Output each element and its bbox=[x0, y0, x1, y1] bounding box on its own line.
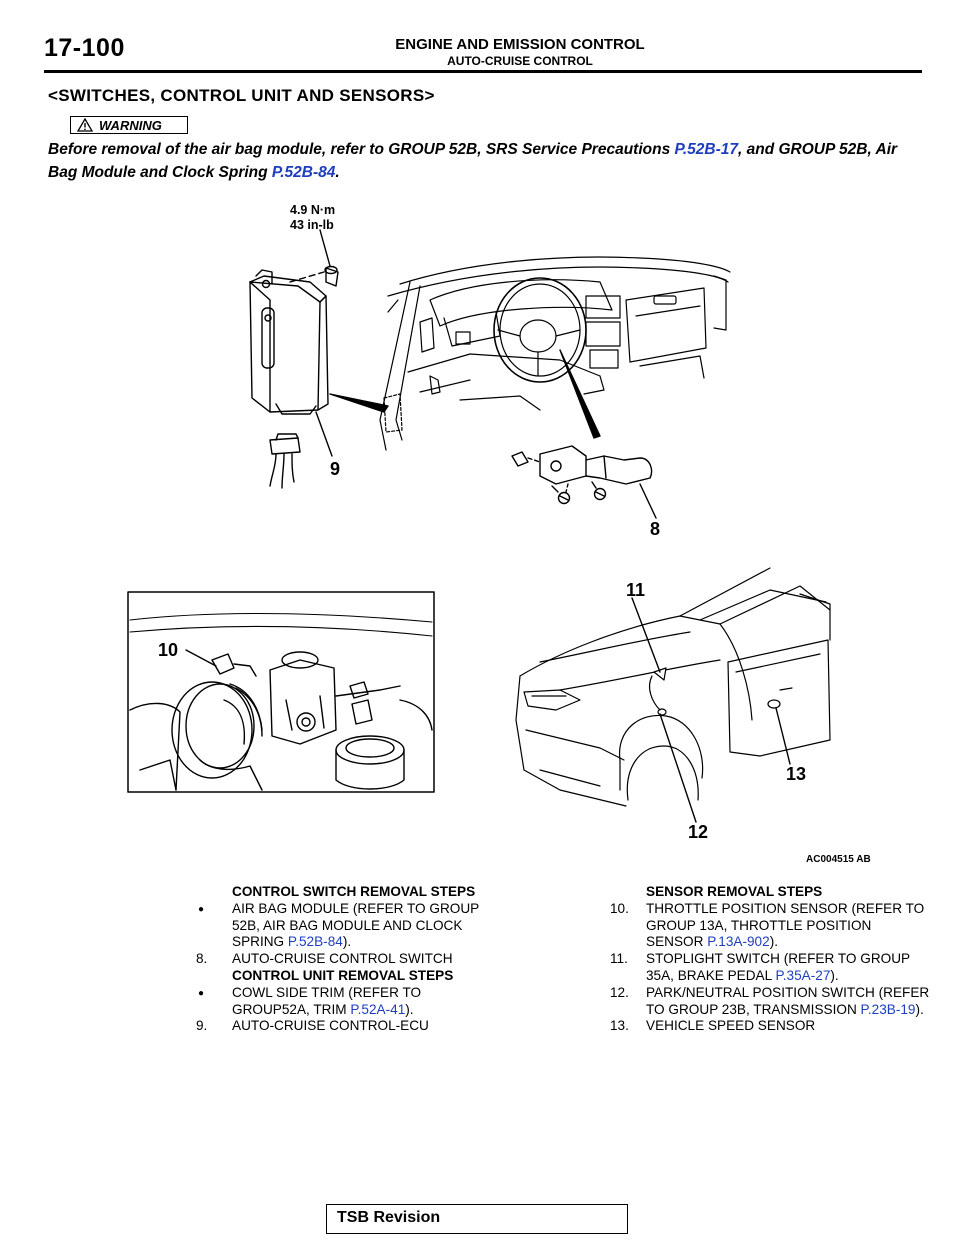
cruise-switch-illustration bbox=[511, 445, 653, 505]
control-switch-steps: CONTROL SWITCH REMOVAL STEPS ● AIR BAG M… bbox=[196, 884, 496, 1035]
step-heading: CONTROL UNIT REMOVAL STEPS bbox=[232, 967, 454, 983]
ecu-pointer bbox=[329, 393, 389, 413]
step-text-part: THROTTLE POSITION SENSOR (REFER TO GROUP… bbox=[646, 900, 925, 950]
bullet-icon: ● bbox=[198, 903, 205, 915]
step-text-part: ). bbox=[830, 967, 839, 983]
callout-13-leader bbox=[775, 707, 791, 765]
callout-10: 10 bbox=[158, 640, 178, 660]
step-text: STOPLIGHT SWITCH (REFER TO GROUP 35A, BR… bbox=[646, 951, 930, 985]
callout-13: 13 bbox=[786, 764, 806, 784]
step-text: PARK/NEUTRAL POSITION SWITCH (REFER TO G… bbox=[646, 985, 930, 1019]
step-text: THROTTLE POSITION SENSOR (REFER TO GROUP… bbox=[646, 901, 930, 951]
torque-spec-line2: 43 in-lb bbox=[290, 218, 334, 232]
step-text-part: AIR BAG MODULE (REFER TO GROUP 52B, AIR … bbox=[232, 900, 479, 950]
step-text-part: ). bbox=[915, 1001, 924, 1017]
step-text-part: ). bbox=[342, 934, 352, 950]
vehicle-illustration bbox=[515, 567, 831, 807]
warning-text-part: Before removal of the air bag module, re… bbox=[48, 141, 675, 158]
step-text: AUTO-CRUISE CONTROL-ECU bbox=[232, 1018, 429, 1034]
link-p52b-17[interactable]: P.52B-17 bbox=[674, 141, 738, 158]
ecu-illustration bbox=[249, 265, 339, 489]
dashboard-illustration bbox=[379, 256, 731, 451]
bullet-icon: ● bbox=[198, 987, 205, 999]
warning-badge: WARNING bbox=[70, 116, 188, 134]
list-item: 9. AUTO-CRUISE CONTROL-ECU bbox=[196, 1018, 496, 1035]
list-item: 8. AUTO-CRUISE CONTROL SWITCH bbox=[196, 951, 496, 968]
list-item: 13. VEHICLE SPEED SENSOR bbox=[610, 1018, 930, 1035]
figure-id: AC004515 AB bbox=[806, 854, 871, 865]
step-text-part: COWL SIDE TRIM (REFER TO GROUP52A, TRIM bbox=[232, 984, 422, 1017]
step-text: COWL SIDE TRIM (REFER TO GROUP52A, TRIM … bbox=[232, 985, 496, 1019]
link-p13a-902[interactable]: P.13A-902 bbox=[707, 934, 770, 950]
callout-8: 8 bbox=[650, 519, 660, 539]
link-p52a-41[interactable]: P.52A-41 bbox=[350, 1001, 406, 1017]
callout-9-leader bbox=[315, 411, 333, 457]
step-text-part: ). bbox=[769, 934, 778, 950]
step-number: 9. bbox=[196, 1018, 208, 1034]
list-item: 12. PARK/NEUTRAL POSITION SWITCH (REFER … bbox=[610, 985, 930, 1019]
warning-text-part: , and GROUP 52B, Air Bag Module and Cloc… bbox=[48, 141, 898, 181]
step-text: AIR BAG MODULE (REFER TO GROUP 52B, AIR … bbox=[232, 901, 496, 951]
link-p52b-84[interactable]: P.52B-84 bbox=[287, 934, 343, 950]
callout-11-leader bbox=[631, 597, 661, 673]
step-heading: SENSOR REMOVAL STEPS bbox=[646, 884, 823, 899]
step-number: 13. bbox=[610, 1018, 629, 1034]
list-item: ● AIR BAG MODULE (REFER TO GROUP 52B, AI… bbox=[196, 901, 496, 951]
step-number: 12. bbox=[610, 984, 629, 1000]
step-text: AUTO-CRUISE CONTROL SWITCH bbox=[232, 951, 453, 967]
component-location-figure: 4.9 N·m 43 in-lb 9 8 10 11 12 13 AC00451… bbox=[127, 203, 871, 865]
warning-text: Before removal of the air bag module, re… bbox=[48, 138, 908, 184]
step-number: 10. bbox=[610, 900, 629, 916]
callout-10-leader bbox=[185, 649, 217, 667]
list-item: 10. THROTTLE POSITION SENSOR (REFER TO G… bbox=[610, 901, 930, 951]
section-subtitle: AUTO-CRUISE CONTROL bbox=[447, 54, 593, 68]
step-text-part: STOPLIGHT SWITCH (REFER TO GROUP 35A, BR… bbox=[646, 951, 910, 983]
step-heading: CONTROL SWITCH REMOVAL STEPS bbox=[232, 884, 476, 899]
callout-11: 11 bbox=[626, 580, 645, 600]
section-title: ENGINE AND EMISSION CONTROL bbox=[395, 36, 645, 53]
link-p52b-84[interactable]: P.52B-84 bbox=[271, 164, 336, 181]
callout-12: 12 bbox=[688, 822, 708, 842]
callout-12-leader bbox=[659, 713, 697, 823]
torque-leader bbox=[319, 229, 331, 267]
engine-bay-inset bbox=[127, 591, 435, 793]
step-text-part: PARK/NEUTRAL POSITION SWITCH (REFER TO G… bbox=[646, 984, 930, 1017]
header-rule bbox=[44, 70, 922, 73]
callout-9: 9 bbox=[330, 459, 340, 479]
step-number: 11. bbox=[610, 951, 628, 967]
callout-8-leader bbox=[639, 483, 657, 519]
list-item: ● COWL SIDE TRIM (REFER TO GROUP52A, TRI… bbox=[196, 985, 496, 1019]
switch-pointer bbox=[559, 349, 601, 439]
sensor-removal-steps: SENSOR REMOVAL STEPS 10. THROTTLE POSITI… bbox=[610, 884, 930, 1035]
step-number: 8. bbox=[196, 951, 208, 967]
link-p35a-27[interactable]: P.35A-27 bbox=[775, 967, 831, 983]
link-p23b-19[interactable]: P.23B-19 bbox=[860, 1001, 916, 1017]
page-number: 17-100 bbox=[44, 34, 125, 62]
warning-triangle-icon bbox=[77, 118, 93, 132]
step-text: VEHICLE SPEED SENSOR bbox=[646, 1018, 816, 1034]
warning-label: WARNING bbox=[99, 117, 162, 133]
tsb-revision-label: TSB Revision bbox=[337, 1209, 441, 1226]
step-text-part: ). bbox=[405, 1001, 414, 1017]
torque-spec-line1: 4.9 N·m bbox=[290, 203, 335, 217]
page-heading: <SWITCHES, CONTROL UNIT AND SENSORS> bbox=[48, 86, 435, 105]
tsb-revision-box: TSB Revision bbox=[326, 1204, 628, 1234]
list-item: 11. STOPLIGHT SWITCH (REFER TO GROUP 35A… bbox=[610, 951, 930, 985]
warning-text-part: . bbox=[335, 164, 340, 181]
